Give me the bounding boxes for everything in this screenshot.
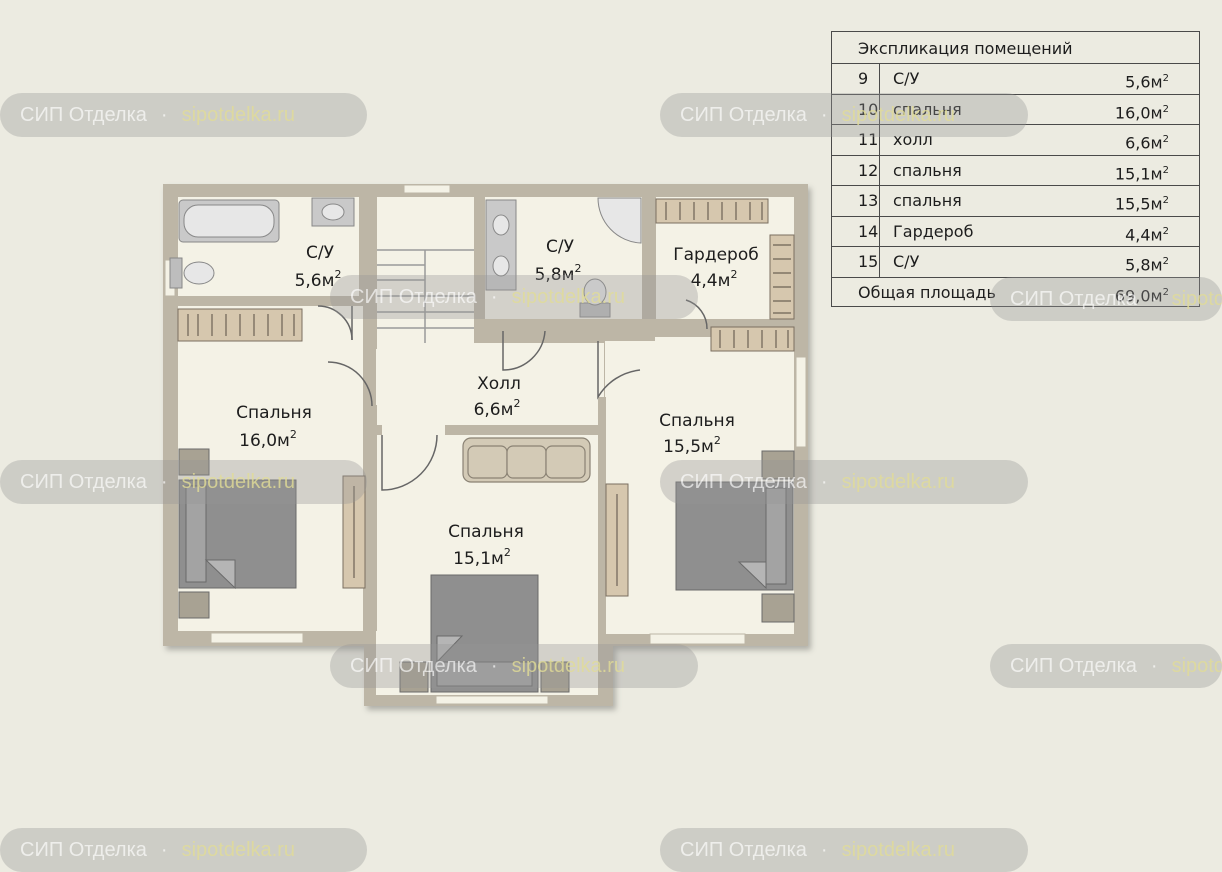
table-row: 13 спальня 15,5м2 (832, 186, 1199, 217)
total-area: 69,0м2 (1114, 285, 1169, 305)
row-number: 14 (832, 216, 880, 246)
watermark: СИП Отделка·sipotdelka.ru (990, 644, 1222, 688)
table-row: 9 С/У 5,6м2 (832, 64, 1199, 95)
table-row: 11 холл 6,6м2 (832, 125, 1199, 156)
room-area-bed-right: 15,5м2 (663, 434, 721, 457)
total-label: Общая площадь (858, 282, 996, 302)
watermark: СИП Отделка·sipotdelka.ru (330, 275, 698, 319)
bed-center-icon (399, 574, 570, 693)
row-area: 5,6м2 (1125, 72, 1169, 92)
watermark: СИП Отделка·sipotdelka.ru (0, 460, 367, 504)
watermark: СИП Отделка·sipotdelka.ru (660, 93, 1028, 137)
row-name: С/У (893, 69, 920, 88)
room-label-bath-mid: С/У (546, 237, 575, 257)
room-labels: С/У 5,6м2 С/У 5,8м2 Гардероб 4,4м2 Холл … (236, 237, 759, 569)
row-area: 4,4м2 (1125, 224, 1169, 244)
room-area-bed-center: 15,1м2 (453, 546, 511, 569)
room-label-hall: Холл (477, 374, 521, 394)
room-label-bath-left: С/У (306, 243, 335, 263)
room-label-bed-left: Спальня (236, 403, 312, 423)
room-label-bed-center: Спальня (448, 522, 524, 542)
row-name: С/У (893, 252, 920, 271)
stairs (377, 249, 474, 343)
watermark: СИП Отделка·sipotdelka.ru (0, 828, 367, 872)
room-area-hall: 6,6м2 (474, 397, 521, 420)
table-row: 10 спальня 16,0м2 (832, 94, 1199, 125)
partitions (178, 197, 707, 634)
row-name: спальня (893, 99, 962, 119)
bath-fixtures (169, 197, 642, 318)
row-number: 10 (832, 94, 880, 124)
doors (317, 299, 708, 491)
watermark: СИП Отделка·sipotdelka.ru (330, 644, 698, 688)
watermark: СИП Отделка·sipotdelka.ru (0, 93, 367, 137)
row-name: холл (893, 130, 933, 149)
closet-hangers (187, 202, 791, 586)
bed-right-icon (675, 450, 795, 623)
table-row: 14 Гардероб 4,4м2 (832, 216, 1199, 247)
toilet-icon (169, 257, 215, 289)
watermark: СИП Отделка·sipotdelka.ru (990, 277, 1222, 321)
table-row: 12 спальня 15,1м2 (832, 155, 1199, 186)
row-area: 6,6м2 (1125, 133, 1169, 153)
row-name: спальня (893, 191, 962, 210)
room-area-wardrobe: 4,4м2 (691, 268, 738, 291)
row-number: 15 (832, 247, 880, 277)
explication-table: Экспликация помещений 9 С/У 5,6м2 10 спа… (831, 31, 1200, 307)
row-number: 13 (832, 186, 880, 216)
row-area: 16,0м2 (1114, 102, 1169, 122)
row-area: 5,8м2 (1125, 255, 1169, 275)
row-number: 12 (832, 155, 880, 185)
watermark: СИП Отделка·sipotdelka.ru (660, 460, 1028, 504)
row-number: 11 (832, 125, 880, 155)
row-name: Гардероб (893, 221, 974, 241)
room-label-bed-right: Спальня (659, 411, 735, 431)
sofa-icon (462, 437, 591, 483)
row-area: 15,1м2 (1114, 163, 1169, 183)
table-total-row: Общая площадь 69,0м2 (832, 278, 1199, 308)
row-number: 9 (832, 64, 880, 94)
row-area: 15,5м2 (1114, 194, 1169, 214)
shower-icon (597, 197, 642, 244)
watermark: СИП Отделка·sipotdelka.ru (660, 828, 1028, 872)
table-row: 15 С/У 5,8м2 (832, 247, 1199, 278)
room-label-wardrobe: Гардероб (673, 245, 758, 265)
beds (178, 448, 795, 693)
toilet-icon-mid (579, 278, 611, 318)
room-area-bed-left: 16,0м2 (239, 428, 297, 451)
explication-title: Экспликация помещений (832, 32, 1199, 64)
room-area-bath-mid: 5,8м2 (535, 262, 582, 285)
room-area-bath-left: 5,6м2 (295, 268, 342, 291)
bed-left-icon (178, 448, 297, 619)
row-name: спальня (893, 160, 962, 180)
